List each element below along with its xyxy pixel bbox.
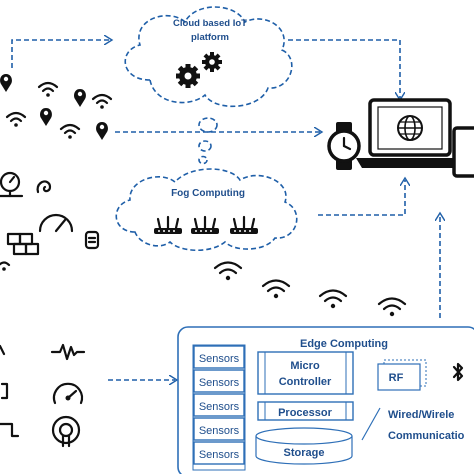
storage-block: Storage xyxy=(255,427,353,465)
location-pin-icon xyxy=(40,108,52,126)
wifi-icon xyxy=(261,279,291,299)
sensor-label: Sensors xyxy=(199,449,240,461)
boxes-icon xyxy=(6,232,40,256)
smartwatch-icon xyxy=(327,122,361,170)
cloud-title-line1: Cloud based IoT xyxy=(173,18,247,29)
microcontroller-block: Micro Controller xyxy=(257,351,354,395)
location-pin-icon xyxy=(0,74,12,92)
wired-label-line1: Wired/Wirele xyxy=(388,409,454,421)
micro-label-line1: Micro xyxy=(290,360,320,372)
sensor-mark-icon xyxy=(0,344,6,356)
sensor-cluster-bottom xyxy=(0,343,86,448)
fog-computing: Fog Computing xyxy=(115,168,298,252)
rf-label: RF xyxy=(389,372,404,384)
storage-label: Storage xyxy=(284,447,325,459)
wifi-icon xyxy=(0,261,11,271)
flow-arrows xyxy=(11,40,440,380)
sensor-label: Sensors xyxy=(199,353,240,365)
gauge-icon xyxy=(52,382,84,405)
wifi-icon xyxy=(318,289,348,309)
cloud-title-line2: platform xyxy=(191,32,229,43)
rf-module: RF xyxy=(377,359,427,391)
wifi-icon xyxy=(213,261,243,281)
wifi-icon xyxy=(377,297,407,317)
thought-bubbles xyxy=(198,117,218,165)
sensor-cluster-top xyxy=(0,74,113,140)
thermostat-icon xyxy=(84,230,100,250)
location-pin-icon xyxy=(74,89,86,107)
wired-label-line2: Communicatio xyxy=(388,430,465,442)
sensor-label: Sensors xyxy=(199,401,240,413)
tablet-icon xyxy=(452,126,474,178)
sensor-bracket-icon xyxy=(0,382,9,400)
sensor-label: Sensors xyxy=(199,377,240,389)
micro-label-line2: Controller xyxy=(279,376,332,388)
processor-block: Processor xyxy=(257,401,354,421)
gear-icon xyxy=(176,64,200,88)
wifi-icon xyxy=(37,81,59,97)
router-icon xyxy=(191,215,219,234)
heartbeat-icon xyxy=(50,343,86,361)
sensor-list: Sensors Sensors Sensors Sensors Sensors xyxy=(192,344,246,471)
pressure-gauge-icon xyxy=(0,171,24,198)
wifi-icon xyxy=(91,93,113,109)
sensor-label: Sensors xyxy=(199,425,240,437)
edge-computing-box: Edge Computing Sensors Sensors Sensors S… xyxy=(177,326,474,474)
bluetooth-icon xyxy=(452,362,464,382)
proximity-sensor-icon xyxy=(51,415,81,448)
sensor-cluster-middle xyxy=(0,171,100,271)
user-devices xyxy=(327,98,474,178)
wifi-icon xyxy=(59,123,81,139)
gauge-icon xyxy=(38,213,74,233)
router-icon xyxy=(230,215,258,234)
edge-title: Edge Computing xyxy=(300,338,388,350)
cloud-platform: Cloud based IoT platform xyxy=(124,6,293,108)
globe-icon xyxy=(397,115,423,141)
sensor-connector-icon xyxy=(0,422,20,438)
fog-title: Fog Computing xyxy=(171,188,245,199)
flame-sensor-icon xyxy=(36,180,52,194)
router-icon xyxy=(154,215,182,234)
gear-icon xyxy=(202,52,222,72)
location-pin-icon xyxy=(96,122,108,140)
processor-label: Processor xyxy=(278,407,333,419)
wifi-icon xyxy=(5,111,27,127)
wireless-links xyxy=(213,261,407,317)
